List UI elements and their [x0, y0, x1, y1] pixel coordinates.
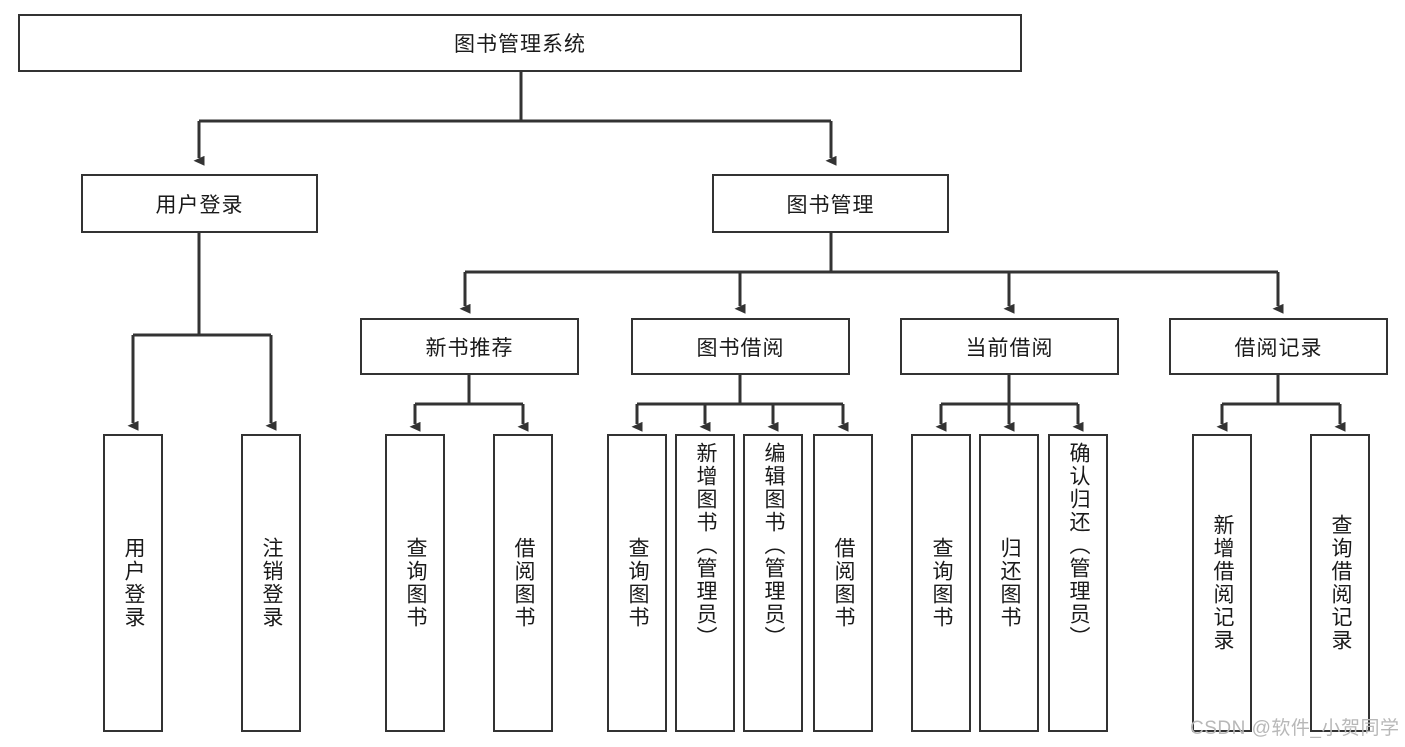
- leaf-borrow-record-query[interactable]: 查询借阅记录: [1310, 434, 1370, 732]
- leaf-current-borrow-return[interactable]: 归还图书: [979, 434, 1039, 732]
- leaf-current-borrow-confirm-return[interactable]: 确认归还（管理员）: [1048, 434, 1108, 732]
- leaf-user-login-logout[interactable]: 注销登录: [241, 434, 301, 732]
- node-borrow-record[interactable]: 借阅记录: [1169, 318, 1388, 375]
- leaf-book-borrow-add[interactable]: 新增图书（管理员）: [675, 434, 735, 732]
- leaf-new-book-query[interactable]: 查询图书: [385, 434, 445, 732]
- node-book-borrow[interactable]: 图书借阅: [631, 318, 850, 375]
- leaf-book-borrow-borrow[interactable]: 借阅图书: [813, 434, 873, 732]
- leaf-book-borrow-query[interactable]: 查询图书: [607, 434, 667, 732]
- node-root-system[interactable]: 图书管理系统: [18, 14, 1022, 72]
- leaf-borrow-record-add[interactable]: 新增借阅记录: [1192, 434, 1252, 732]
- leaf-user-login-login[interactable]: 用户登录: [103, 434, 163, 732]
- node-user-login[interactable]: 用户登录: [81, 174, 318, 233]
- node-new-book-recommend[interactable]: 新书推荐: [360, 318, 579, 375]
- leaf-new-book-borrow[interactable]: 借阅图书: [493, 434, 553, 732]
- csdn-watermark: CSDN @软件_小贺同学: [1190, 718, 1400, 739]
- leaf-current-borrow-query[interactable]: 查询图书: [911, 434, 971, 732]
- node-current-borrow[interactable]: 当前借阅: [900, 318, 1119, 375]
- node-book-management[interactable]: 图书管理: [712, 174, 949, 233]
- leaf-book-borrow-edit[interactable]: 编辑图书（管理员）: [743, 434, 803, 732]
